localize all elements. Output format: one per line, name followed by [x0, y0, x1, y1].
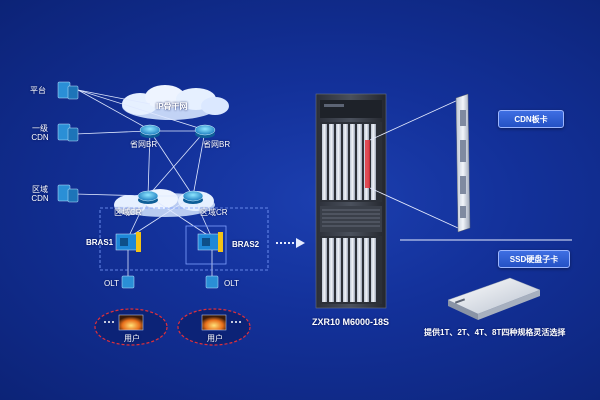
- bras2-device-icon: [197, 232, 223, 252]
- backbone-label: IP骨干网: [156, 102, 188, 111]
- bras2-highlight-box: [185, 225, 227, 265]
- platform-server-icon: [57, 81, 79, 100]
- cdn-card-tag: CDN板卡: [498, 110, 564, 128]
- router-chassis-image: [315, 93, 387, 309]
- callout-lines: [369, 99, 459, 229]
- bras1-device-icon: [115, 232, 141, 252]
- provincial-br-left-label: 省网BR: [130, 140, 158, 149]
- provincial-br-right-label: 省网BR: [203, 140, 231, 149]
- platform-label: 平台: [30, 86, 46, 95]
- regional-cr-left-label: 区域CR: [114, 208, 142, 217]
- dashed-arrow-icon: [276, 238, 305, 248]
- chassis-model-label: ZXR10 M6000-18S: [312, 317, 390, 327]
- provincial-br-right-router-icon: [194, 124, 216, 138]
- regional-cr-left-router-icon: [137, 190, 159, 204]
- bras1-label: BRAS1: [86, 238, 114, 247]
- olt-right-label: OLT: [224, 279, 239, 288]
- regional-cr-right-router-icon: [182, 190, 204, 204]
- regional-cdn-label: 区域 CDN: [31, 185, 49, 203]
- provincial-br-left-router-icon: [139, 124, 161, 138]
- user-left-label: 用户: [124, 334, 140, 343]
- bras2-label: BRAS2: [232, 240, 260, 249]
- user-right-label: 用户: [207, 334, 223, 343]
- tier1-cdn-label: 一级 CDN: [31, 124, 49, 142]
- regional-cr-right-label: 区域CR: [200, 208, 228, 217]
- ssd-card-tag: SSD硬盘子卡: [498, 250, 570, 268]
- user-group-left: [94, 308, 168, 346]
- regional-cdn-server-icon: [57, 184, 79, 203]
- backbone-cloud: [122, 85, 229, 120]
- olt-left-device-icon: [121, 275, 135, 289]
- tier1-cdn-server-icon: [57, 123, 79, 142]
- olt-left-label: OLT: [104, 279, 119, 288]
- ssd-caption: 提供1T、2T、4T、8T四种规格灵活选择: [424, 328, 566, 337]
- cdn-card-image: [455, 93, 471, 233]
- user-group-right: [177, 308, 251, 346]
- ssd-card-image: [447, 277, 541, 320]
- olt-right-device-icon: [205, 275, 219, 289]
